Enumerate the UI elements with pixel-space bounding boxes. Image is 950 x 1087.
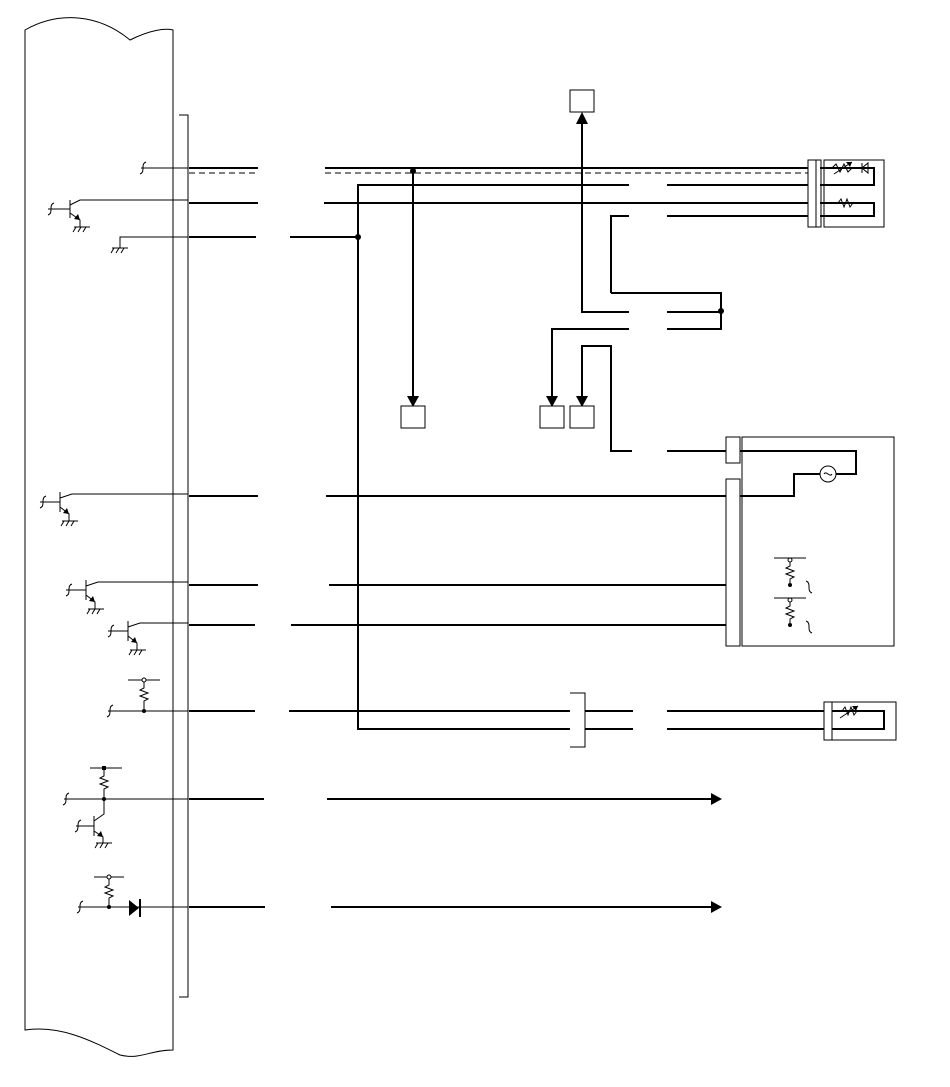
pullup-input-2	[62, 766, 188, 849]
temperature-sensor	[570, 692, 897, 748]
transistor-1	[47, 199, 188, 233]
wire-to-box-mid-left	[546, 328, 629, 407]
sensor-with-diode	[807, 159, 885, 228]
output-arrow-2	[189, 901, 722, 913]
terminal-box-left	[400, 405, 426, 429]
transistor-3	[65, 580, 188, 615]
wire-splice-293	[611, 292, 724, 330]
transistor-2	[39, 492, 188, 527]
wire-to-box-top	[576, 112, 629, 313]
diode-symbol	[129, 900, 139, 916]
control-module-body	[24, 17, 174, 1057]
wire-shielded-top	[189, 167, 820, 174]
wire-sensor-return	[357, 184, 820, 237]
wire-row-496	[189, 473, 820, 497]
wire-to-box-mid-right	[576, 345, 740, 452]
pullup-input-1	[106, 677, 188, 718]
transistor-4	[107, 621, 188, 656]
wire-row-216	[610, 215, 820, 293]
internal-input-1	[139, 161, 188, 175]
wire-row-711	[189, 710, 832, 730]
wire-to-box-left	[407, 168, 419, 407]
module-connector-strip	[179, 114, 189, 998]
terminal-box-top	[569, 89, 595, 113]
wire-ground	[189, 234, 570, 730]
indicator-module	[725, 436, 895, 647]
diode-input	[76, 874, 188, 917]
output-arrow-1	[189, 793, 722, 805]
terminal-box-mid-right	[569, 405, 595, 429]
ground-1	[110, 236, 188, 254]
terminal-box-mid-left	[539, 405, 565, 429]
